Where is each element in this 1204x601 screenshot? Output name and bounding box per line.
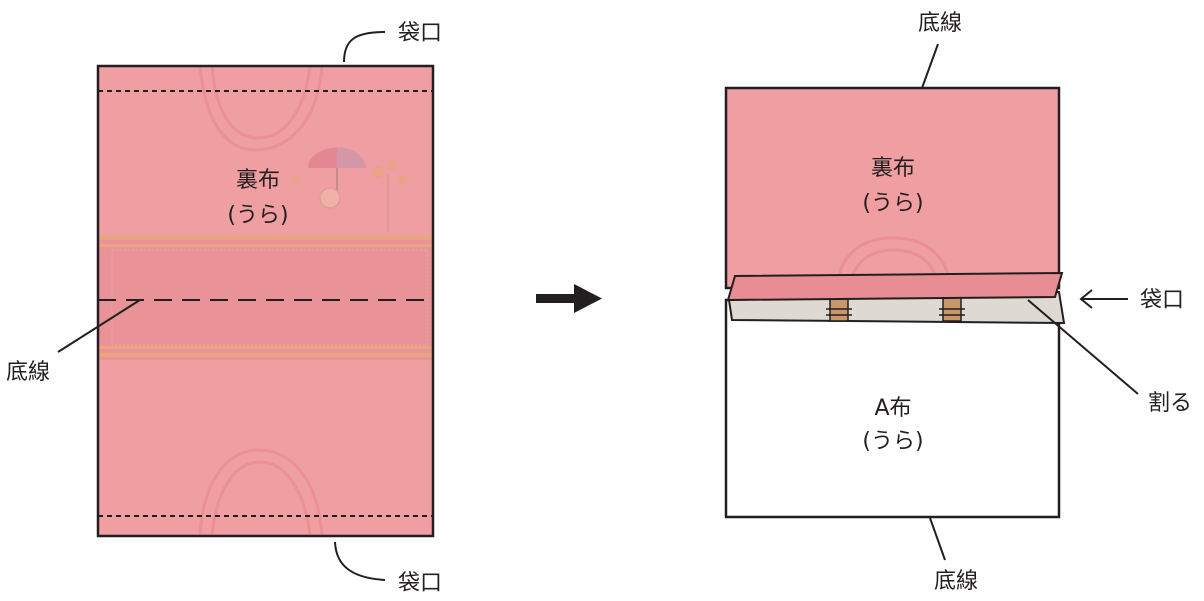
- right-bottom-bottom-line-leader: [929, 517, 946, 561]
- left-top-opening-label: 袋口: [398, 21, 442, 46]
- right-fabric-a-title: A布: [874, 396, 911, 421]
- right-faint-handle: [836, 236, 952, 289]
- right-strap-right: [939, 292, 965, 322]
- right-fold-pink-flap: [726, 271, 1064, 302]
- left-faint-handle-bottom: [198, 448, 324, 537]
- left-band-dots-top: [98, 236, 433, 247]
- left-lining-sub: (うら): [227, 203, 288, 228]
- right-lining-fabric: [724, 86, 1061, 290]
- right-lining-sub: (うら): [862, 191, 923, 216]
- left-faint-handle-top: [198, 65, 324, 152]
- left-panel: 袋口 袋口 底線 裏布 (うら): [6, 21, 442, 596]
- left-bottom-opening-label: 袋口: [398, 571, 442, 596]
- right-arrow-icon: [536, 284, 602, 313]
- right-fabric-a: [724, 298, 1061, 519]
- right-press-open-label: 割る: [1148, 391, 1192, 416]
- right-panel: 底線 底線 袋口 割る 裏布 (うら) A布 (うら): [724, 11, 1192, 594]
- left-bottom-line-leader: [57, 299, 141, 353]
- left-middle-band: [98, 236, 433, 360]
- right-bottom-bottom-line-label: 底線: [934, 569, 978, 594]
- left-bottom-opening-leader: [334, 541, 386, 581]
- right-top-bottom-line-label: 底線: [918, 11, 962, 36]
- left-band-inner-frame: [111, 249, 428, 346]
- right-fabric-a-sub: (うら): [862, 429, 923, 454]
- right-opening-label: 袋口: [1140, 288, 1184, 313]
- left-lining-title: 裏布: [236, 168, 280, 193]
- left-band-dots-bottom: [98, 346, 433, 357]
- right-press-open-leader: [1027, 299, 1139, 395]
- left-pointing-arrow-icon: [1079, 289, 1128, 309]
- left-bottom-line-label: 底線: [6, 360, 50, 385]
- left-top-opening-leader: [343, 31, 386, 63]
- left-faint-character-print: [292, 147, 407, 232]
- right-top-bottom-line-leader: [921, 43, 939, 89]
- right-lining-title: 裏布: [871, 156, 915, 181]
